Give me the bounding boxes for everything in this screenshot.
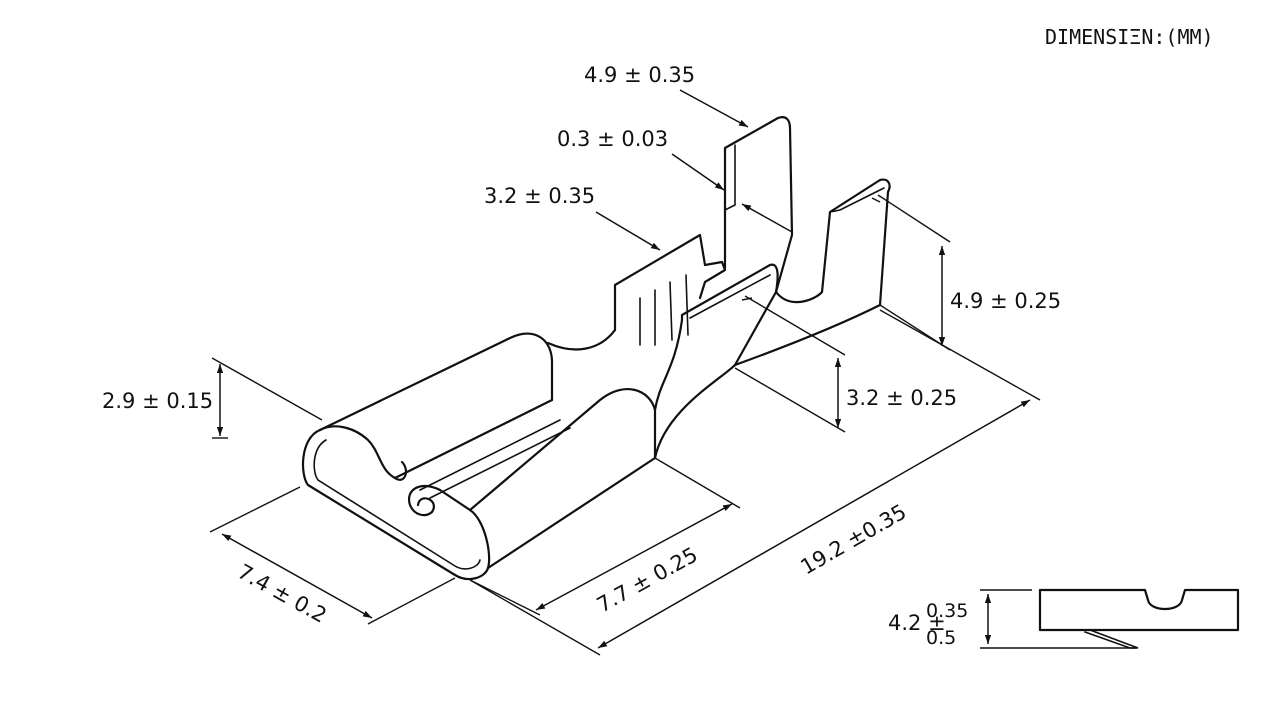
- dim-leader-wire-width: [595, 211, 661, 251]
- wire-crimp-inner: [689, 274, 771, 319]
- dimension-lines: [209, 89, 1041, 656]
- units-note: DIMENSIΞN:(MM): [1045, 25, 1214, 49]
- receptacle-inner-profile: [313, 439, 481, 570]
- ext-wire-top: [744, 295, 846, 356]
- left-roll-bridge: [546, 328, 617, 351]
- left-roll-body: [393, 398, 554, 480]
- ext-overall-right: [879, 309, 1041, 401]
- dim-receptacle-width: [221, 533, 373, 619]
- ext-width-right: [367, 577, 456, 625]
- ext-overall-left: [469, 579, 601, 656]
- ext-width-left: [209, 486, 301, 533]
- insulation-wing-right-inner: [829, 187, 885, 213]
- label-thickness: 0.3 ± 0.03: [557, 127, 668, 151]
- side-view-body: [1038, 588, 1240, 632]
- dim-leader-tab-width: [679, 89, 749, 128]
- seam-line: [419, 419, 571, 499]
- dim-leader-thickness-2: [741, 203, 793, 233]
- label-receptacle-width: 7.4 ± 0.2: [234, 559, 331, 627]
- insulation-wing-left: [723, 116, 794, 294]
- dim-overall-length: [597, 399, 1031, 649]
- right-roll-top: [468, 388, 657, 512]
- side-view-tail: [1084, 629, 1139, 649]
- side-view: [980, 588, 1240, 649]
- left-roll-top: [318, 332, 554, 432]
- ext-length-right: [654, 457, 741, 509]
- label-wire-crimp-height: 3.2 ± 0.25: [846, 386, 957, 410]
- label-receptacle-length: 7.7 ± 0.25: [593, 543, 702, 618]
- ext-insulation-top: [877, 194, 951, 243]
- receptacle-front-profile: [302, 425, 491, 581]
- insulation-wing-left-edge: [724, 144, 736, 211]
- label-side-upper-tol: 0.35: [926, 600, 968, 622]
- wire-crimp-wing-left: [613, 233, 727, 332]
- dimension-labels: DIMENSIΞN:(MM) 4.9 ± 0.35 0.3 ± 0.03 3.2…: [102, 25, 1214, 649]
- dim-insulation-tick: [871, 197, 881, 203]
- neck: [653, 318, 737, 460]
- label-insulation-height: 4.9 ± 0.25: [950, 289, 1061, 313]
- label-receptacle-height: 2.9 ± 0.15: [102, 389, 213, 413]
- ext-receptacle-top: [211, 357, 323, 421]
- dim-wire-tick: [741, 297, 753, 301]
- label-wire-crimp-width: 3.2 ± 0.35: [484, 184, 595, 208]
- insulation-wing-right: [733, 178, 891, 367]
- label-side-lower-tol: 0.5: [926, 627, 956, 649]
- wire-crimp-serrations: [639, 274, 689, 346]
- label-side-nominal: 4.2 ±: [888, 611, 946, 635]
- label-tab-width: 4.9 ± 0.35: [584, 63, 695, 87]
- terminal-outline: [302, 116, 891, 581]
- ext-length-left: [469, 579, 541, 616]
- dim-leader-thickness-1: [671, 153, 725, 191]
- label-overall-length: 19.2 ±0.35: [797, 500, 911, 580]
- ext-wire-bottom: [734, 367, 846, 433]
